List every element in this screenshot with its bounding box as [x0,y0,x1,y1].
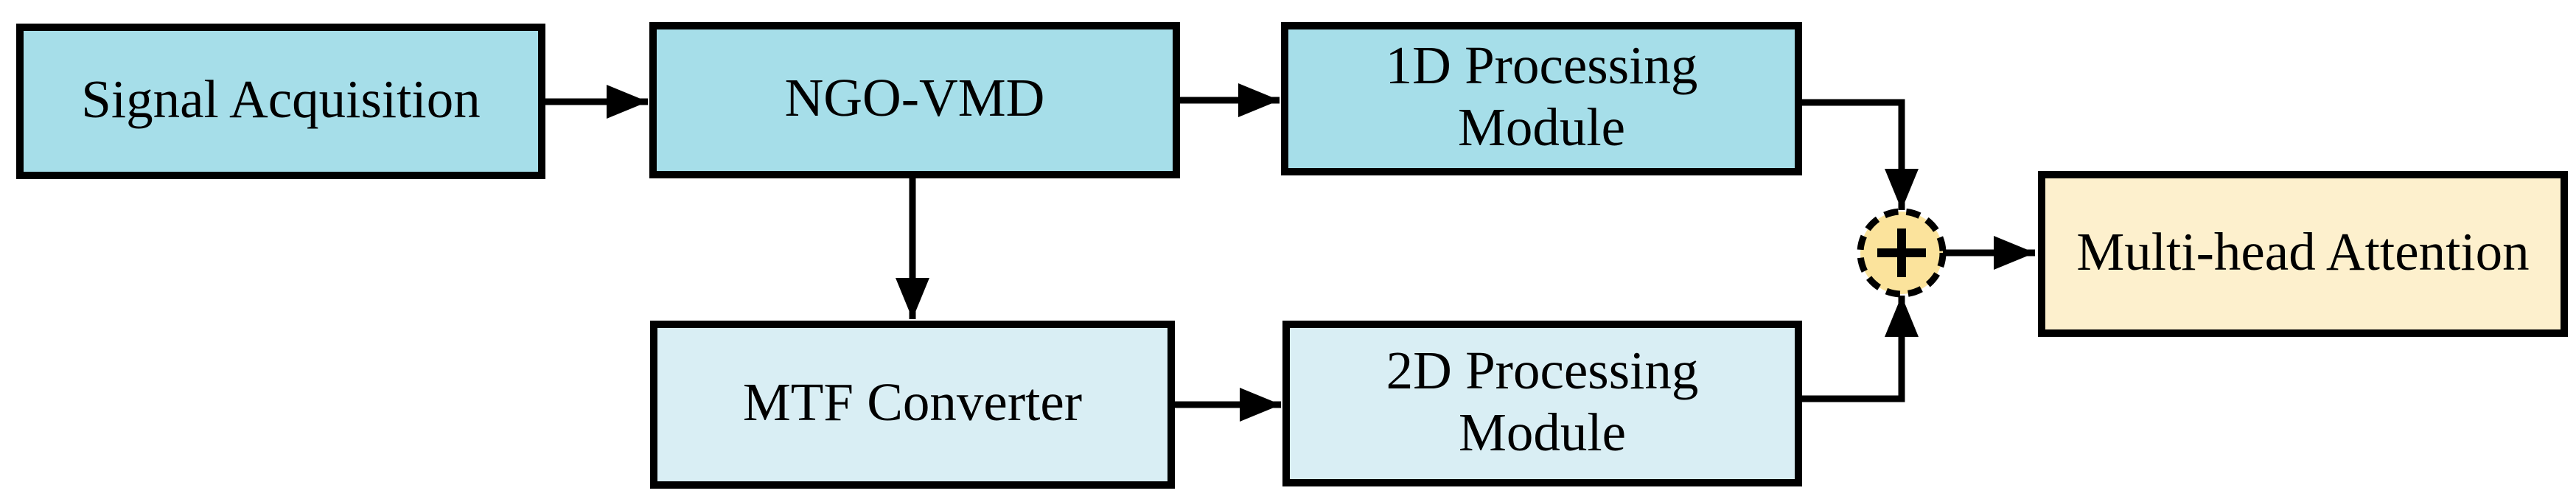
node-1d-processing-module: 1D Processing Module [1281,22,1802,175]
node-label-mtf-converter: MTF Converter [742,372,1083,433]
node-label-ngo-vmd: NGO-VMD [784,68,1045,128]
node-label-signal-acquisition: Signal Acquisition [81,69,481,129]
sum-node [1857,208,1947,298]
arrow-2d-to-sum [1802,296,1919,402]
node-label-1d-processing-module: 1D Processing Module [1385,35,1698,157]
node-2d-processing-module: 2D Processing Module [1282,321,1802,486]
node-ngo-vmd: NGO-VMD [649,22,1180,178]
node-multi-head-attention: Multi-head Attention [2038,171,2568,337]
node-mtf-converter: MTF Converter [650,321,1175,489]
node-label-multi-head-attention: Multi-head Attention [2076,221,2530,282]
node-label-2d-processing-module: 2D Processing Module [1386,340,1699,462]
arrow-1d-to-sum [1802,99,1919,210]
node-signal-acquisition: Signal Acquisition [16,24,545,179]
plus-icon [1877,228,1926,277]
